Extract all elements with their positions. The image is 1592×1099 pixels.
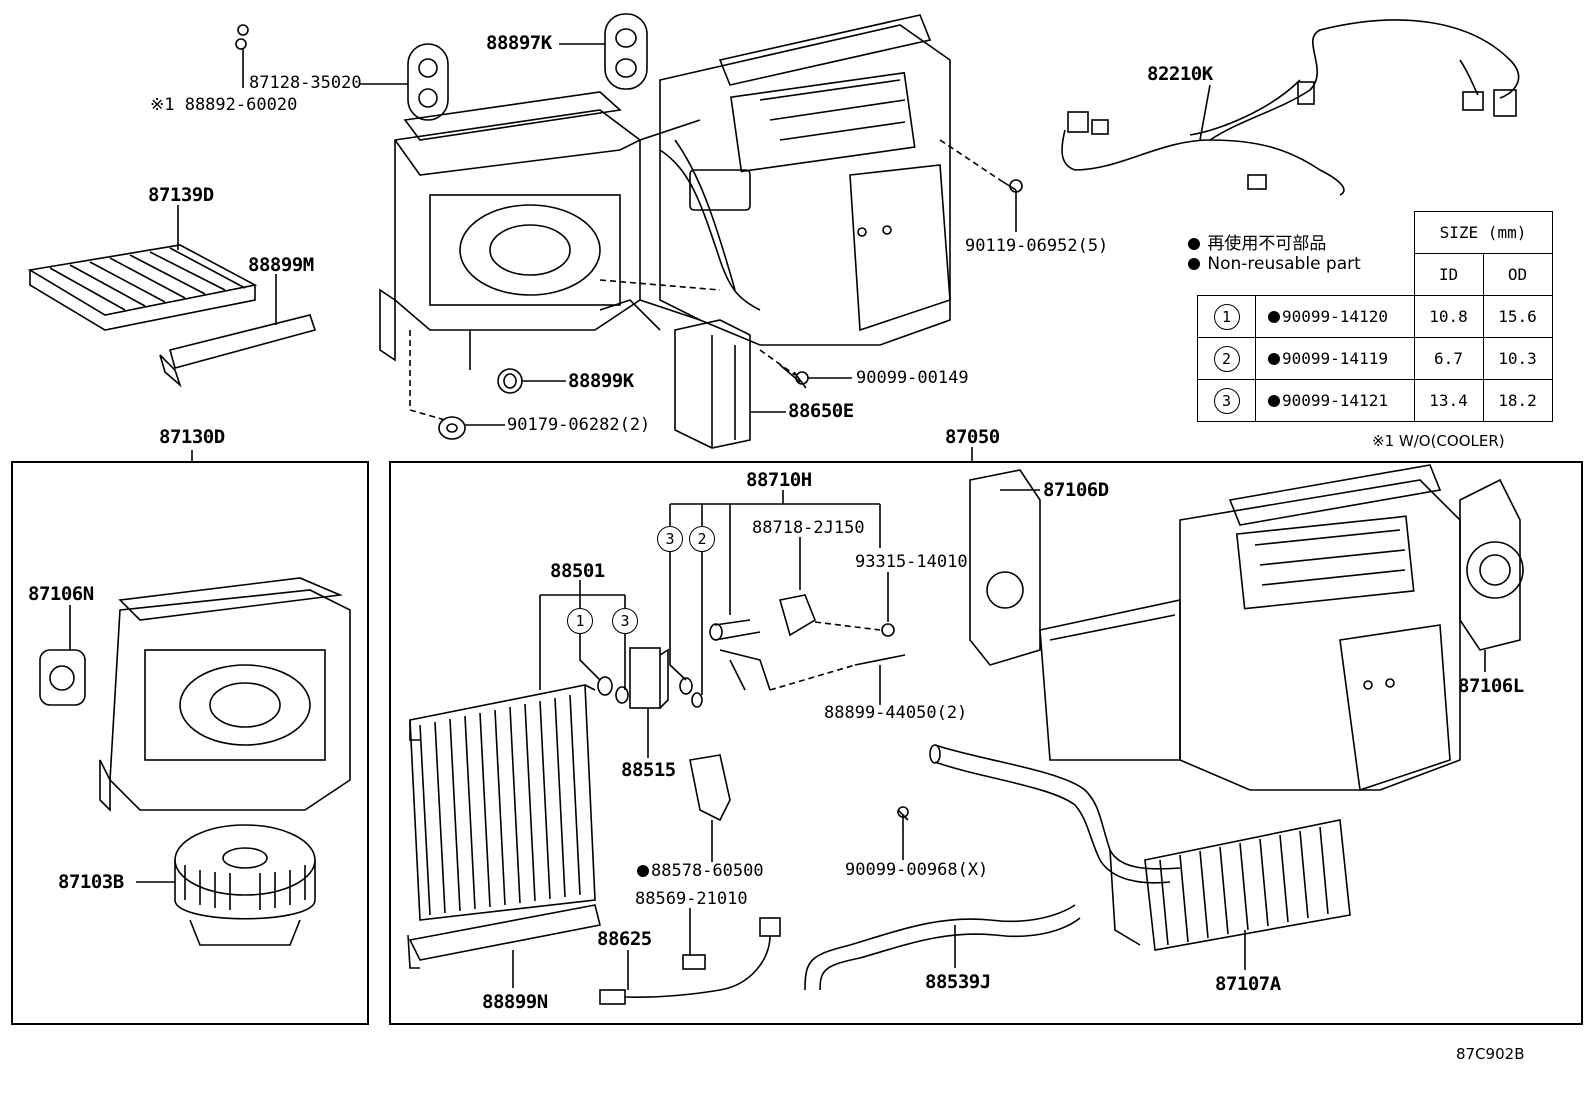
non-reusable-dot (1268, 353, 1280, 365)
legend-dot (1188, 238, 1200, 250)
part-label-88515[interactable]: 88515 (621, 759, 676, 781)
blower-unit-illustration (39, 577, 351, 946)
part-label-93315-14010[interactable]: 93315-14010 (855, 552, 968, 572)
circle-mark-1: 1 (1213, 303, 1240, 330)
row-od: 18.2 (1482, 379, 1553, 422)
part-label-90119-06952[interactable]: 90119-06952(5) (965, 236, 1109, 256)
diagram-code: 87C902B (1456, 1045, 1525, 1063)
part-number-text: 88578-60500 (651, 861, 764, 881)
non-reusable-dot (637, 865, 649, 877)
part-label-87130D[interactable]: 87130D (159, 426, 225, 448)
part-label-90099-00149[interactable]: 90099-00149 (856, 368, 969, 388)
part-label-88899M[interactable]: 88899M (248, 254, 314, 276)
part-label-88897K[interactable]: 88897K (486, 32, 552, 54)
air-filter-illustration (27, 244, 258, 331)
part-label-88578-60500[interactable]: 88578-60500 (637, 863, 764, 880)
part-label-88650E[interactable]: 88650E (788, 400, 854, 422)
row-id: 13.4 (1413, 379, 1484, 422)
row-id: 10.8 (1413, 295, 1484, 338)
part-label-87106D[interactable]: 87106D (1043, 479, 1109, 501)
col-id: ID (1413, 253, 1484, 296)
part-label-90099-00968[interactable]: 90099-00968(X) (845, 860, 989, 880)
circle-mark-2: 2 (1213, 345, 1240, 372)
size-header: SIZE (mm) (1413, 211, 1553, 254)
legend-en: Non-reusable part (1188, 254, 1361, 274)
part-label-88625[interactable]: 88625 (597, 928, 652, 950)
part-label-88710H[interactable]: 88710H (746, 469, 812, 491)
circle-mark-3b: 3 (612, 608, 638, 634)
legend-jp-text: 再使用不可部品 (1207, 234, 1327, 254)
row-part-number[interactable]: 90099-14119 (1282, 349, 1388, 368)
part-label-90179-06282[interactable]: 90179-06282(2) (507, 415, 651, 435)
circle-mark-3: 3 (1213, 387, 1240, 414)
non-reusable-dot (1268, 311, 1280, 323)
frame-87130D (11, 461, 369, 1025)
part-label-82210K[interactable]: 82210K (1147, 63, 1213, 85)
gasket-illustrations (407, 13, 648, 121)
non-reusable-dot (1268, 395, 1280, 407)
frame-87050 (389, 461, 1583, 1025)
row-id: 6.7 (1413, 337, 1484, 380)
hvac-unit-top-illustration (379, 14, 951, 370)
size-table: SIZE (mm) ID OD 1 90099-14120 10.8 15.6 … (1197, 211, 1553, 422)
col-od: OD (1482, 253, 1553, 296)
part-label-88899-44050[interactable]: 88899-44050(2) (824, 703, 968, 723)
size-row: 3 90099-14121 13.4 18.2 (1197, 379, 1553, 422)
part-label-88539J[interactable]: 88539J (925, 971, 991, 993)
legend-jp: 再使用不可部品 (1188, 229, 1326, 254)
part-label-87106L[interactable]: 87106L (1458, 675, 1524, 697)
part-label-87107A[interactable]: 87107A (1215, 973, 1281, 995)
part-label-88569-21010[interactable]: 88569-21010 (635, 889, 748, 909)
leader-lines (69, 43, 1486, 990)
part-label-87103B[interactable]: 87103B (58, 871, 124, 893)
footnote: ※1 W/O(COOLER) (1372, 432, 1505, 450)
row-part-number[interactable]: 90099-14120 (1282, 307, 1388, 326)
part-label-87139D[interactable]: 87139D (148, 184, 214, 206)
evaporator-illustration (407, 594, 1081, 1005)
legend-dot (1188, 258, 1200, 270)
row-od: 15.6 (1482, 295, 1553, 338)
part-label-88501[interactable]: 88501 (550, 560, 605, 582)
part-label-88899K[interactable]: 88899K (568, 370, 634, 392)
circle-mark-3: 3 (657, 526, 683, 552)
part-label-87106N[interactable]: 87106N (28, 583, 94, 605)
part-label-88718-2J150[interactable]: 88718-2J150 (752, 518, 865, 538)
part-label-88899N[interactable]: 88899N (482, 991, 548, 1013)
part-label-87128-35020[interactable]: 87128-35020 (249, 73, 362, 93)
part-label-88892-60020[interactable]: ※1 88892-60020 (150, 95, 298, 115)
heater-case-illustration (929, 464, 1524, 951)
part-label-87050[interactable]: 87050 (945, 426, 1000, 448)
size-row: 1 90099-14120 10.8 15.6 (1197, 295, 1553, 338)
row-part-number[interactable]: 90099-14121 (1282, 391, 1388, 410)
row-od: 10.3 (1482, 337, 1553, 380)
circle-mark-1: 1 (567, 608, 593, 634)
wire-harness-illustration (1061, 19, 1520, 196)
legend-en-text: Non-reusable part (1207, 254, 1361, 274)
circle-mark-2: 2 (689, 526, 715, 552)
size-row: 2 90099-14119 6.7 10.3 (1197, 337, 1553, 380)
